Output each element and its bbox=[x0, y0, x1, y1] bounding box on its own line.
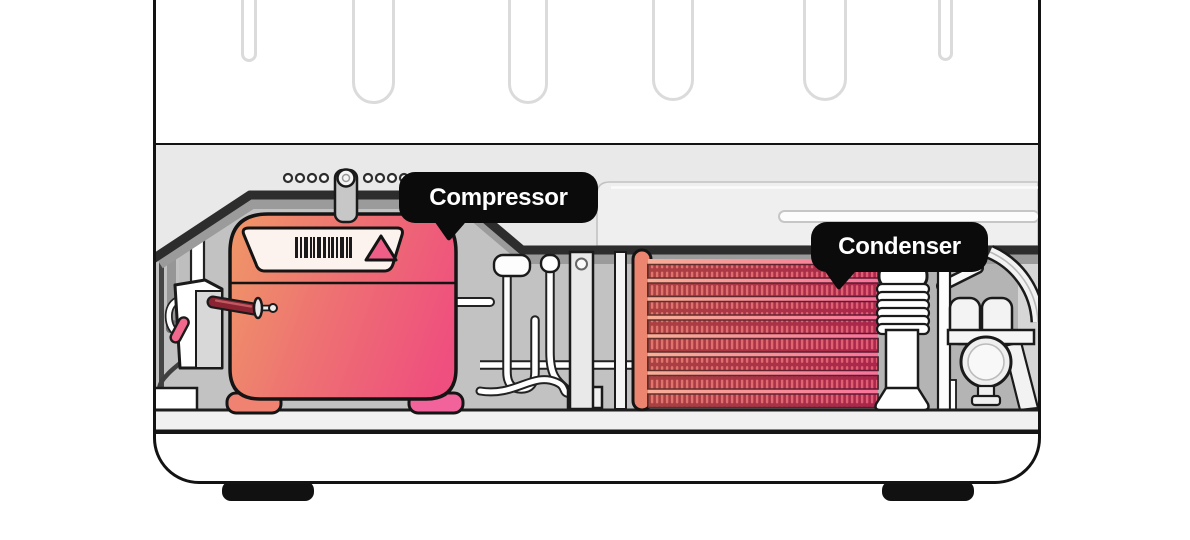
cable-grommet bbox=[492, 253, 532, 278]
barcode-label-panel bbox=[241, 226, 404, 273]
wire-sleeve bbox=[169, 316, 190, 344]
vertical-pipe bbox=[614, 251, 627, 410]
drain-bellows-column bbox=[874, 262, 931, 412]
right-foot bbox=[882, 481, 974, 501]
callout-condenser: Condenser bbox=[811, 222, 988, 291]
callout-condenser-label: Condenser bbox=[838, 233, 961, 260]
warning-triangle bbox=[364, 234, 398, 262]
vent-slot bbox=[938, 0, 953, 61]
barcode bbox=[295, 237, 352, 258]
vent-slot bbox=[803, 0, 847, 101]
left-wiring-niche bbox=[156, 230, 224, 414]
cable-grommet bbox=[539, 253, 561, 274]
vent-slot bbox=[352, 0, 395, 104]
vent-slot bbox=[508, 0, 548, 104]
compartment-floor bbox=[156, 408, 1038, 434]
mounting-ring bbox=[336, 168, 356, 188]
fridge-body: Compressor Condenser bbox=[153, 0, 1041, 484]
support-strut bbox=[568, 250, 595, 411]
panel-slit bbox=[778, 210, 1038, 223]
middle-pipes bbox=[447, 250, 633, 411]
compressor-assembly bbox=[225, 168, 465, 415]
vent-slot bbox=[241, 0, 257, 62]
callout-compressor-label: Compressor bbox=[429, 183, 568, 211]
floor-junction-box bbox=[156, 386, 199, 414]
left-foot bbox=[222, 481, 314, 501]
vent-slot bbox=[652, 0, 694, 101]
fan-motor-assembly bbox=[936, 245, 1038, 412]
refrigerant-pipe bbox=[206, 295, 278, 320]
callout-compressor: Compressor bbox=[399, 172, 598, 242]
